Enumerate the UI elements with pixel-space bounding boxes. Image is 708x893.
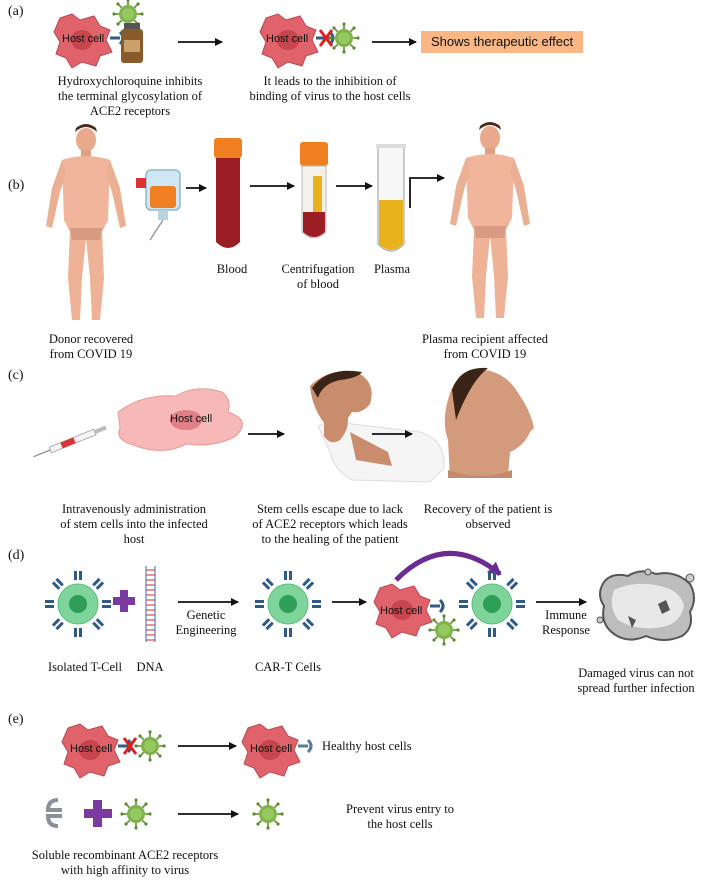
syringe-icon <box>33 425 107 458</box>
virus-icon <box>327 21 361 55</box>
test-tube-icon <box>376 144 406 252</box>
human-body-icon <box>450 122 530 318</box>
host-cell-label: Host cell <box>266 33 309 45</box>
plus-icon <box>84 800 112 827</box>
damaged-virus-icon <box>596 568 695 641</box>
curved-arrow-icon <box>394 551 502 582</box>
test-tube-icon <box>214 138 242 248</box>
panel-label-b: (b) <box>8 178 25 193</box>
panel-label-a: (a) <box>8 4 24 19</box>
therapeutic-effect-box: Shows therapeutic effect <box>421 31 583 53</box>
plasma-label: Plasma <box>373 262 411 276</box>
cross-mark-icon <box>122 737 138 755</box>
panel-label-c: (c) <box>8 368 24 383</box>
t-cell-icon <box>254 570 322 638</box>
virus-icon <box>133 729 167 763</box>
dna-strand-icon <box>145 566 156 642</box>
virus-icon <box>119 797 153 831</box>
t-cell-icon <box>44 570 112 638</box>
virus-icon <box>251 797 285 831</box>
host-cell-label: Host cell <box>250 743 293 755</box>
test-tube-icon <box>300 142 328 239</box>
panel-label-e: (e) <box>8 712 24 727</box>
antibody-icon <box>45 798 62 828</box>
t-cell-icon <box>458 570 526 638</box>
panel-e-graphics <box>45 723 313 831</box>
panel-label-d: (d) <box>8 548 25 563</box>
human-body-icon <box>46 124 126 320</box>
cross-mark-icon <box>318 29 334 47</box>
drug-bottle-icon <box>121 23 143 63</box>
host-cell-label: Host cell <box>170 413 213 425</box>
panel-b-graphics <box>46 122 530 320</box>
arrow <box>409 174 445 208</box>
panel-a-graphics <box>53 0 417 69</box>
healthy-host-label: Healthy host cells <box>322 739 412 753</box>
virus-icon <box>427 613 461 647</box>
panel-c-graphics <box>33 367 534 483</box>
recovered-head-icon <box>444 367 534 478</box>
host-cell-label: Host cell <box>380 605 423 617</box>
blood-label: Blood <box>216 262 248 276</box>
panel-d-graphics <box>44 551 695 647</box>
host-cell-label: Host cell <box>70 743 113 755</box>
host-cell-icon <box>117 388 243 451</box>
plus-icon <box>113 590 135 612</box>
iv-bag-icon <box>136 169 181 241</box>
coughing-person-icon <box>310 370 445 483</box>
cart-label: CAR-T Cells <box>254 660 322 674</box>
host-cell-label: Host cell <box>62 33 105 45</box>
dna-label: DNA <box>136 660 164 674</box>
tcell-label: Isolated T-Cell <box>48 660 122 674</box>
